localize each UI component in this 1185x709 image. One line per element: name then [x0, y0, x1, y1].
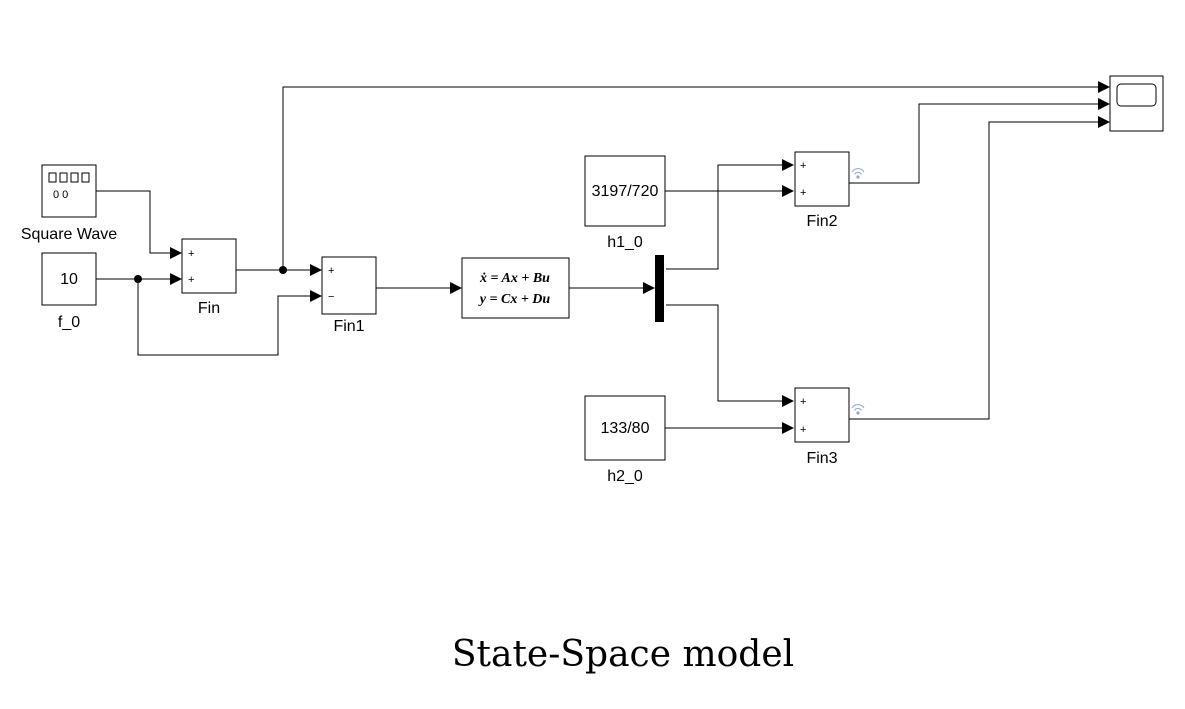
square-wave-icon: [48, 172, 90, 183]
sum-sign: +: [800, 396, 806, 408]
sum-sign: +: [800, 160, 806, 172]
arrowhead: [782, 422, 794, 434]
sum-sign: +: [188, 248, 194, 260]
arrowhead: [1098, 116, 1110, 128]
branch-point: [134, 275, 142, 283]
signal-broadcast-icon: [851, 168, 865, 179]
sum-sign: −: [328, 291, 334, 303]
sum-label-fin3: Fin3: [806, 450, 837, 467]
sum-block-fin[interactable]: + +: [181, 238, 237, 294]
state-space-block[interactable]: ẋ = Ax + Bu y = Cx + Du: [461, 257, 570, 319]
arrowhead: [1098, 98, 1110, 110]
sum-label-fin1: Fin1: [333, 318, 364, 335]
scope-display-icon: [1116, 83, 1157, 107]
arrowhead: [310, 264, 322, 276]
sum-sign: +: [800, 424, 806, 436]
arrowhead: [170, 247, 182, 259]
sum-label-fin: Fin: [198, 300, 220, 317]
constant-value: 133/80: [601, 420, 650, 437]
arrowhead: [1098, 81, 1110, 93]
square-wave-label: Square Wave: [21, 226, 117, 243]
wire-f0-fin1-minus[interactable]: [137, 279, 316, 356]
sum-block-fin1[interactable]: + −: [321, 256, 377, 315]
wire-squarewave-fin[interactable]: [96, 190, 176, 254]
sum-sign: +: [188, 274, 194, 286]
arrowhead: [782, 185, 794, 197]
square-wave-block[interactable]: 0 0: [41, 164, 97, 218]
arrowhead: [170, 273, 182, 285]
square-wave-icon-text: 0 0: [53, 189, 68, 201]
arrowheads: [170, 81, 1110, 434]
arrowhead: [782, 159, 794, 171]
wire-demux-fin3[interactable]: [666, 304, 788, 402]
sum-label-fin2: Fin2: [806, 213, 837, 230]
sum-sign: +: [800, 187, 806, 199]
wire-fin3-scope[interactable]: [849, 121, 1104, 420]
scope-block[interactable]: [1109, 75, 1164, 132]
signal-broadcast-icon: [851, 404, 865, 415]
constant-value: 3197/720: [592, 183, 659, 200]
constant-block-h1[interactable]: 3197/720: [584, 155, 666, 227]
constant-label-h2: h2_0: [607, 468, 643, 485]
constant-block-f0[interactable]: 10: [41, 252, 97, 306]
arrowhead: [782, 395, 794, 407]
constant-label-h1: h1_0: [607, 234, 643, 251]
sum-sign: +: [328, 265, 334, 277]
diagram-caption: State-Space model: [452, 634, 794, 675]
constant-value: 10: [60, 271, 78, 288]
wire-fin-scope[interactable]: [282, 86, 1104, 270]
arrowhead: [450, 282, 462, 294]
demux-bar-icon[interactable]: [655, 255, 664, 322]
output-equation: y = Cx + Du: [478, 292, 551, 307]
sum-block-fin2[interactable]: + +: [794, 151, 850, 207]
wire-demux-fin2[interactable]: [666, 164, 788, 270]
constant-label-f0: f_0: [58, 314, 80, 331]
state-equation: ẋ = Ax + Bu: [479, 271, 550, 286]
signal-lines: [96, 86, 1104, 429]
wire-fin2-scope[interactable]: [849, 103, 1104, 184]
branch-point: [279, 266, 287, 274]
sum-block-fin3[interactable]: + +: [794, 387, 850, 443]
arrowhead: [310, 290, 322, 302]
constant-block-h2[interactable]: 133/80: [584, 395, 666, 461]
arrowhead: [643, 282, 655, 294]
